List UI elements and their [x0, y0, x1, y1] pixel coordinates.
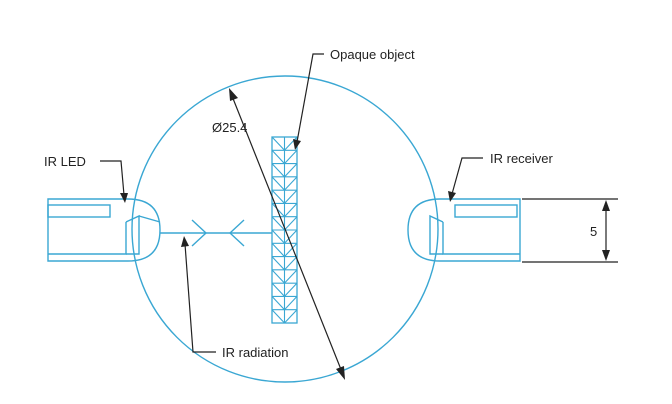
opaque-object-leader [293, 53, 324, 150]
diameter-leader [229, 88, 345, 380]
ir-radiation-beam [160, 219, 272, 247]
ir-radiation-leader [181, 236, 216, 353]
opaque-object-plate [271, 136, 298, 324]
label-opaque-object: Opaque object [330, 47, 415, 62]
label-ir-led: IR LED [44, 154, 86, 169]
housing-circle [131, 75, 439, 383]
ir-led-body [47, 198, 161, 262]
label-ir-receiver: IR receiver [490, 151, 554, 166]
ir-led-leader [100, 160, 128, 203]
label-diameter: Ø25.4 [212, 120, 247, 135]
ir-receiver-leader [448, 157, 483, 202]
ir-receiver-body [407, 198, 521, 262]
dimension-5 [522, 198, 618, 263]
label-dimension-5: 5 [590, 224, 597, 239]
label-ir-radiation: IR radiation [222, 345, 288, 360]
